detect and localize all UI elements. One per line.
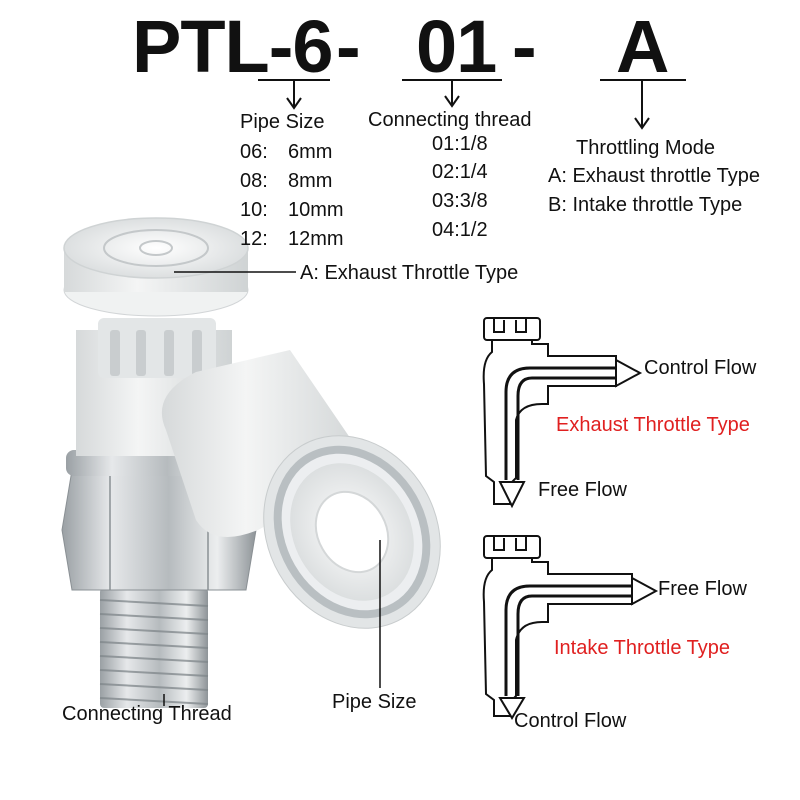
fitting-photo	[61, 217, 441, 708]
pipe-size-callout-label: Pipe Size	[332, 691, 417, 713]
mode-option: A: Exhaust throttle Type	[548, 165, 760, 187]
intake-throttle-type-label: Intake Throttle Type	[554, 637, 731, 659]
thread-option: 04:1/2	[432, 219, 488, 241]
cap-callout-label: A: Exhaust Throttle Type	[300, 262, 519, 284]
pipe-size-code: 12:	[240, 228, 268, 250]
throttling-mode-title: Throttling Mode	[576, 137, 715, 159]
pipe-size-code: 10:	[240, 199, 268, 221]
connecting-thread-title: Connecting thread	[368, 109, 532, 131]
model-code-part-mode: A	[616, 5, 669, 88]
mode-option: B: Intake throttle Type	[548, 194, 743, 216]
thread-option: 01:1/8	[432, 133, 488, 155]
pipe-size-value: 10mm	[288, 199, 344, 221]
code-arrows	[286, 80, 650, 130]
photo-leaders	[163, 271, 381, 706]
thread-option: 02:1/4	[432, 161, 488, 183]
pipe-size-code: 06:	[240, 141, 268, 163]
model-code-part-thread: 01	[416, 5, 497, 88]
model-code-separator-2: -	[512, 5, 537, 88]
thread-option: 03:3/8	[432, 190, 488, 212]
model-code-part-series: PTL-6	[132, 5, 334, 88]
exhaust-throttle-type-label: Exhaust Throttle Type	[556, 414, 750, 436]
pipe-size-code: 08:	[240, 170, 268, 192]
pipe-size-value: 6mm	[288, 141, 333, 163]
intake-control-flow-label: Control Flow	[514, 710, 627, 732]
diagram-exhaust-art	[482, 317, 643, 509]
pipe-size-value: 12mm	[288, 228, 344, 250]
exhaust-control-flow-label: Control Flow	[644, 357, 757, 379]
connecting-thread-callout-label: Connecting Thread	[62, 703, 232, 725]
pipe-size-value: 8mm	[288, 170, 333, 192]
pipe-size-title: Pipe Size	[240, 111, 325, 133]
diagram-intake-art	[482, 535, 659, 720]
exhaust-free-flow-label: Free Flow	[538, 479, 627, 501]
intake-free-flow-label: Free Flow	[658, 578, 747, 600]
model-code-separator-1: -	[336, 5, 361, 88]
